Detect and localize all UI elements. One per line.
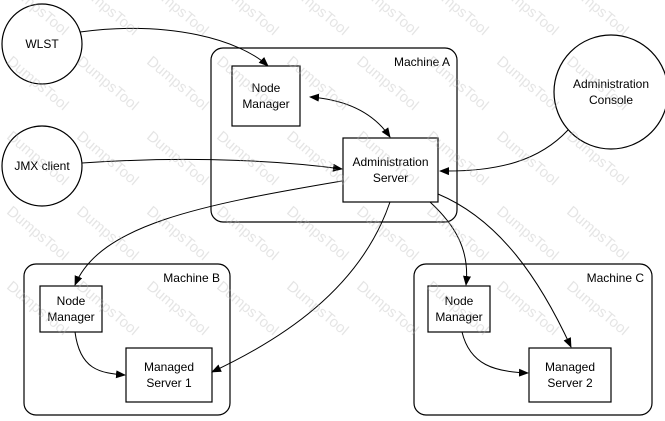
arrow-jmx-to-admin [81, 158, 343, 172]
managed-server-2-box [528, 347, 612, 403]
node-manager-b-box [39, 285, 103, 333]
admin-server-box [342, 137, 439, 203]
arrow-admin-to-nm-c [429, 201, 471, 286]
arrow-admin-to-nm-b [74, 180, 343, 286]
wlst-circle [1, 3, 83, 85]
arrow-nm-b-to-ms1 [74, 331, 126, 379]
arrow-admin-to-ms2 [437, 193, 572, 348]
jmx-client-label: JMX client [14, 159, 70, 173]
machine-a-label: Machine A [393, 55, 450, 69]
node-manager-c-label: Node Manager [435, 294, 483, 324]
machine-c-label: Machine C [586, 271, 644, 285]
machine-c-box [413, 263, 653, 416]
managed-server-2-label: Managed Server 2 [544, 360, 596, 390]
machine-b-label: Machine B [163, 271, 220, 285]
admin-console-label: Administration Console [572, 77, 650, 107]
managed-server-1-label: Managed Server 1 [143, 360, 195, 390]
arrow-console-to-admin [439, 129, 569, 176]
arrow-wlst-to-nm-a [79, 27, 269, 67]
arrow-nm-c-to-ms2 [461, 331, 529, 377]
arrow-nm-a-admin [309, 93, 391, 138]
jmx-client-circle [1, 125, 83, 207]
wlst-label: WLST [25, 37, 59, 51]
node-manager-c-box [427, 285, 491, 333]
node-manager-a-label: Node Manager [242, 81, 290, 111]
machine-a-box [210, 47, 458, 223]
machine-b-box [23, 263, 231, 416]
managed-server-1-box [125, 347, 213, 403]
node-manager-b-label: Node Manager [47, 294, 95, 324]
admin-server-label: Administration Server [352, 155, 429, 185]
arrow-admin-to-ms1 [211, 201, 391, 373]
admin-console-circle [553, 34, 665, 150]
